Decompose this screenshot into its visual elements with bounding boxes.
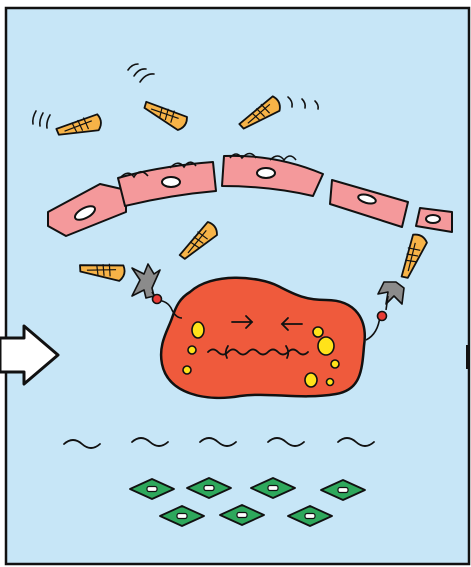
edge-mark xyxy=(466,345,468,369)
receptor-ball xyxy=(378,312,387,321)
sheet-cell-nucleus xyxy=(257,168,275,178)
sheet-cell-nucleus xyxy=(426,215,440,223)
receptor-ball xyxy=(153,295,162,304)
sheet-cell-nucleus xyxy=(162,177,180,187)
